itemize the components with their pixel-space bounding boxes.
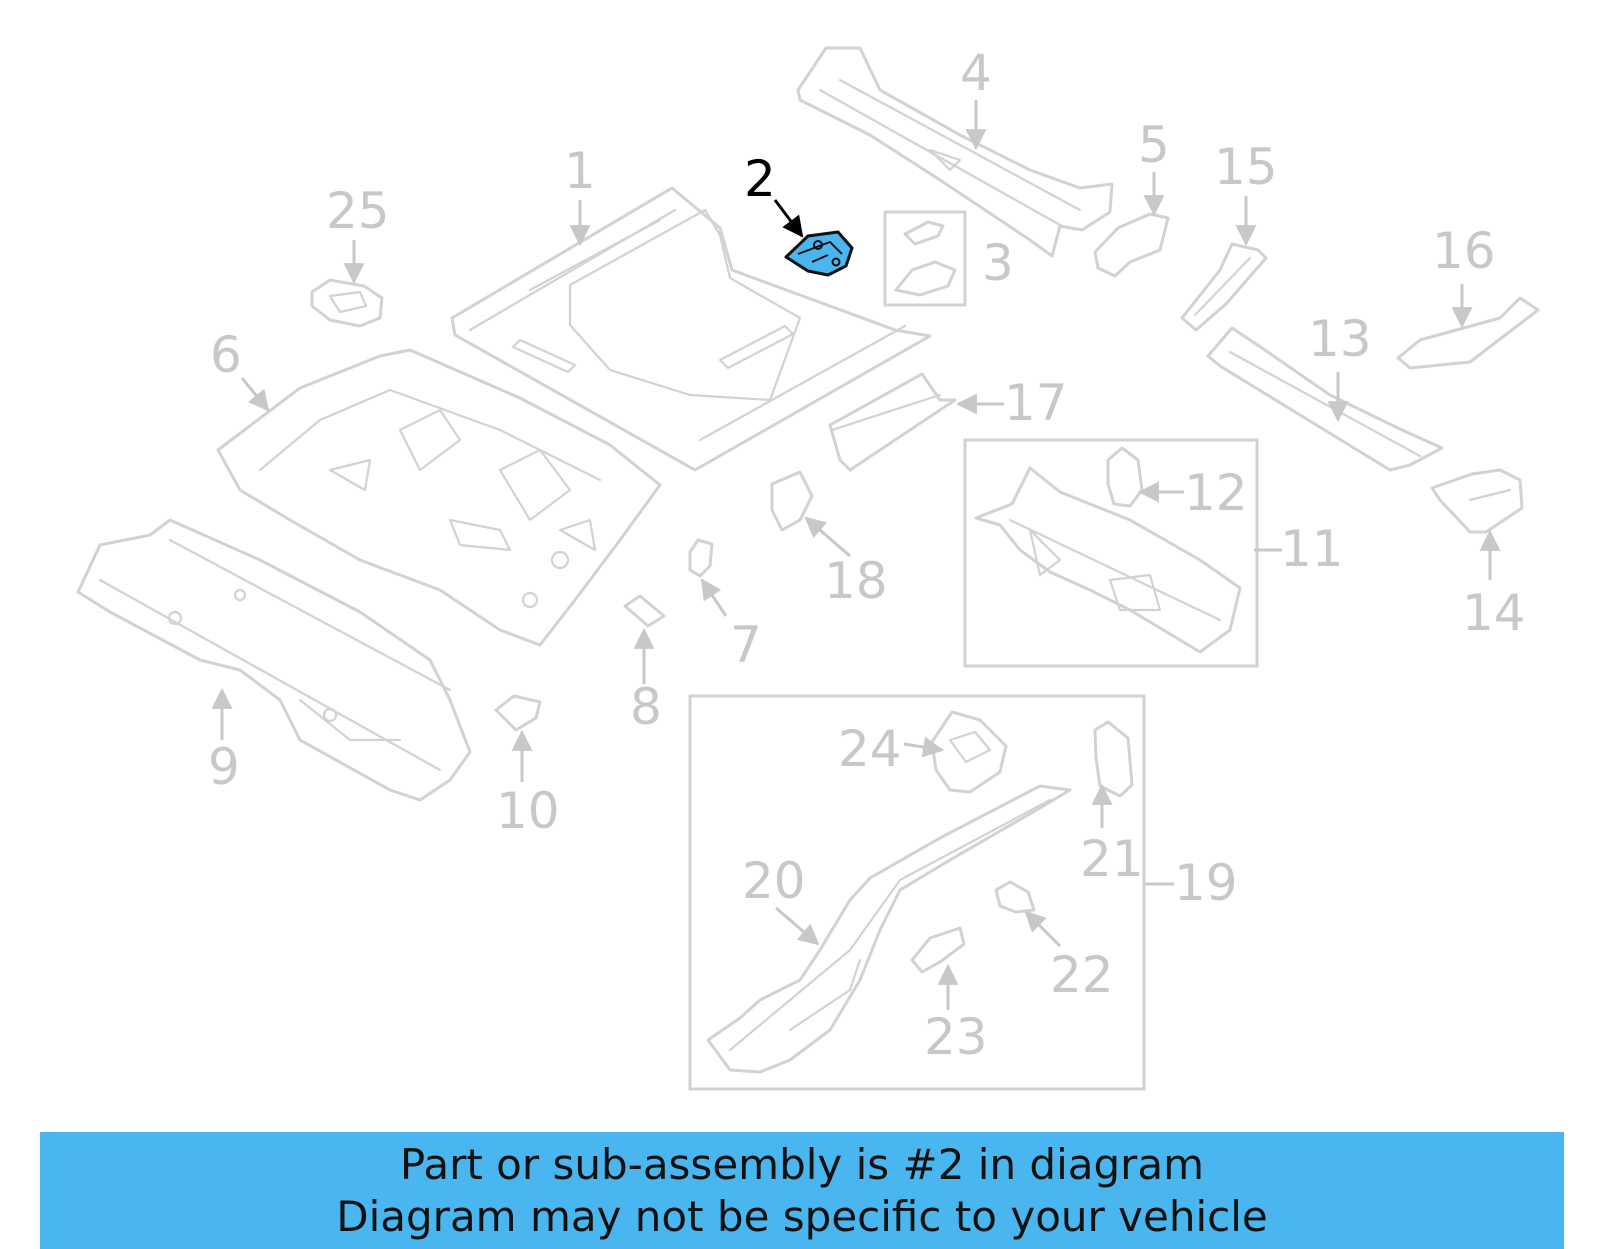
part-4-cowl-panel[interactable] bbox=[796, 46, 1114, 258]
part-15-reinforcement[interactable] bbox=[1180, 242, 1268, 332]
callout-17: 17 bbox=[1004, 374, 1068, 432]
callout-18: 18 bbox=[824, 552, 888, 610]
callout-3: 3 bbox=[982, 234, 1014, 292]
part-7-bracket[interactable] bbox=[688, 538, 714, 578]
callout-12: 12 bbox=[1184, 464, 1248, 522]
part-3-bracket-set[interactable] bbox=[883, 210, 967, 307]
callout-19: 19 bbox=[1174, 854, 1238, 912]
part-16-member[interactable] bbox=[1396, 296, 1540, 370]
callout-13: 13 bbox=[1308, 310, 1372, 368]
callout-21: 21 bbox=[1080, 830, 1144, 888]
callout-9: 9 bbox=[208, 738, 240, 796]
part-1-floor-panel[interactable] bbox=[450, 186, 932, 472]
info-banner: Part or sub-assembly is #2 in diagram Di… bbox=[40, 1132, 1564, 1249]
part-25-plug[interactable] bbox=[310, 278, 384, 328]
callout-10: 10 bbox=[496, 782, 560, 840]
callout-24: 24 bbox=[838, 720, 902, 778]
callout-15: 15 bbox=[1214, 138, 1278, 196]
part-24-bracket[interactable] bbox=[930, 710, 1008, 794]
callout-5: 5 bbox=[1138, 116, 1170, 174]
part-17-crossmember[interactable] bbox=[828, 372, 957, 472]
part-2-bracket[interactable] bbox=[784, 230, 854, 277]
part-22-bracket[interactable] bbox=[994, 880, 1036, 914]
part-13-side-member[interactable] bbox=[1206, 326, 1444, 472]
callout-7: 7 bbox=[730, 616, 762, 674]
part-19-rail-assembly[interactable] bbox=[688, 694, 1146, 1091]
callout-6: 6 bbox=[210, 326, 242, 384]
callout-16: 16 bbox=[1432, 222, 1496, 280]
banner-line-1: Part or sub-assembly is #2 in diagram bbox=[399, 1139, 1205, 1189]
part-20-rear-rail[interactable] bbox=[706, 784, 1072, 1074]
callout-22: 22 bbox=[1050, 946, 1114, 1004]
part-14-bracket[interactable] bbox=[1430, 468, 1524, 534]
part-23-bracket[interactable] bbox=[910, 926, 966, 974]
part-5-bracket[interactable] bbox=[1093, 212, 1170, 278]
callout-arrows bbox=[211, 100, 1501, 1010]
part-12-bracket[interactable] bbox=[1106, 446, 1144, 508]
banner-line-2: Diagram may not be specific to your vehi… bbox=[336, 1191, 1268, 1241]
part-10-bracket[interactable] bbox=[494, 694, 542, 732]
part-6-rear-floor-pan[interactable] bbox=[216, 348, 662, 647]
callout-2[interactable]: 2 bbox=[744, 150, 776, 208]
callout-25: 25 bbox=[326, 182, 390, 240]
callout-8: 8 bbox=[630, 678, 662, 736]
callout-labels: 1 2 3 4 5 6 7 8 9 10 11 12 13 14 15 16 1… bbox=[208, 44, 1526, 1066]
part-11-side-rail-assembly[interactable] bbox=[963, 438, 1259, 668]
callout-4: 4 bbox=[960, 44, 992, 102]
part-9-rear-crossmember[interactable] bbox=[76, 518, 472, 802]
part-8-bracket[interactable] bbox=[623, 594, 666, 628]
callout-23: 23 bbox=[924, 1008, 988, 1066]
callout-1: 1 bbox=[564, 142, 596, 200]
part-21-bracket[interactable] bbox=[1093, 720, 1134, 798]
callout-11: 11 bbox=[1280, 520, 1344, 578]
callout-20: 20 bbox=[742, 852, 806, 910]
callout-14: 14 bbox=[1462, 584, 1526, 642]
part-18-gusset[interactable] bbox=[770, 470, 814, 532]
